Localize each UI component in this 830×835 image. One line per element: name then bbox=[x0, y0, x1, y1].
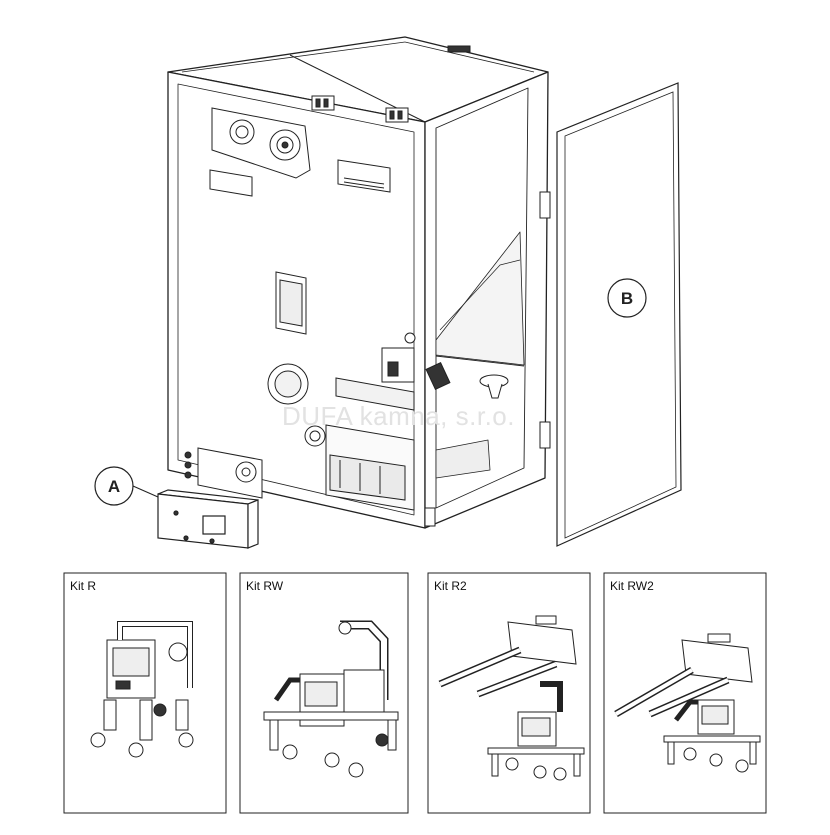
kit-r2-manifold bbox=[507, 621, 577, 665]
kit-panel-r: Kit R bbox=[63, 572, 227, 814]
kit-panel-rw2: Kit RW2 bbox=[603, 572, 767, 814]
callout-b: B bbox=[607, 278, 647, 318]
kit-panel-rw: Kit RW bbox=[239, 572, 409, 814]
callout-a-label: A bbox=[108, 477, 120, 496]
front-vent-slot bbox=[337, 159, 391, 193]
kit-rw2-label: Kit RW2 bbox=[610, 579, 654, 593]
auger-motor bbox=[425, 361, 451, 391]
kit-rw2-manifold bbox=[681, 639, 753, 683]
kit-r2-label: Kit R2 bbox=[434, 579, 467, 593]
front-label-plate bbox=[209, 169, 253, 197]
callout-b-label: B bbox=[621, 289, 633, 308]
kit-rw-label: Kit RW bbox=[246, 579, 284, 593]
kit-r-label: Kit R bbox=[70, 579, 96, 593]
side-hinge-lower bbox=[539, 421, 551, 449]
callout-a: A bbox=[94, 466, 159, 506]
kit-panel-r2: Kit R2 bbox=[427, 572, 591, 814]
control-knob-icon bbox=[404, 332, 416, 344]
watermark-text: DUFA kamna, s.r.o. bbox=[282, 401, 515, 431]
side-hinge-upper bbox=[539, 191, 551, 219]
front-panel-details bbox=[184, 107, 551, 527]
electrical-box-a bbox=[157, 489, 259, 549]
top-hinges bbox=[311, 45, 471, 123]
lower-fan-plate bbox=[197, 447, 263, 499]
